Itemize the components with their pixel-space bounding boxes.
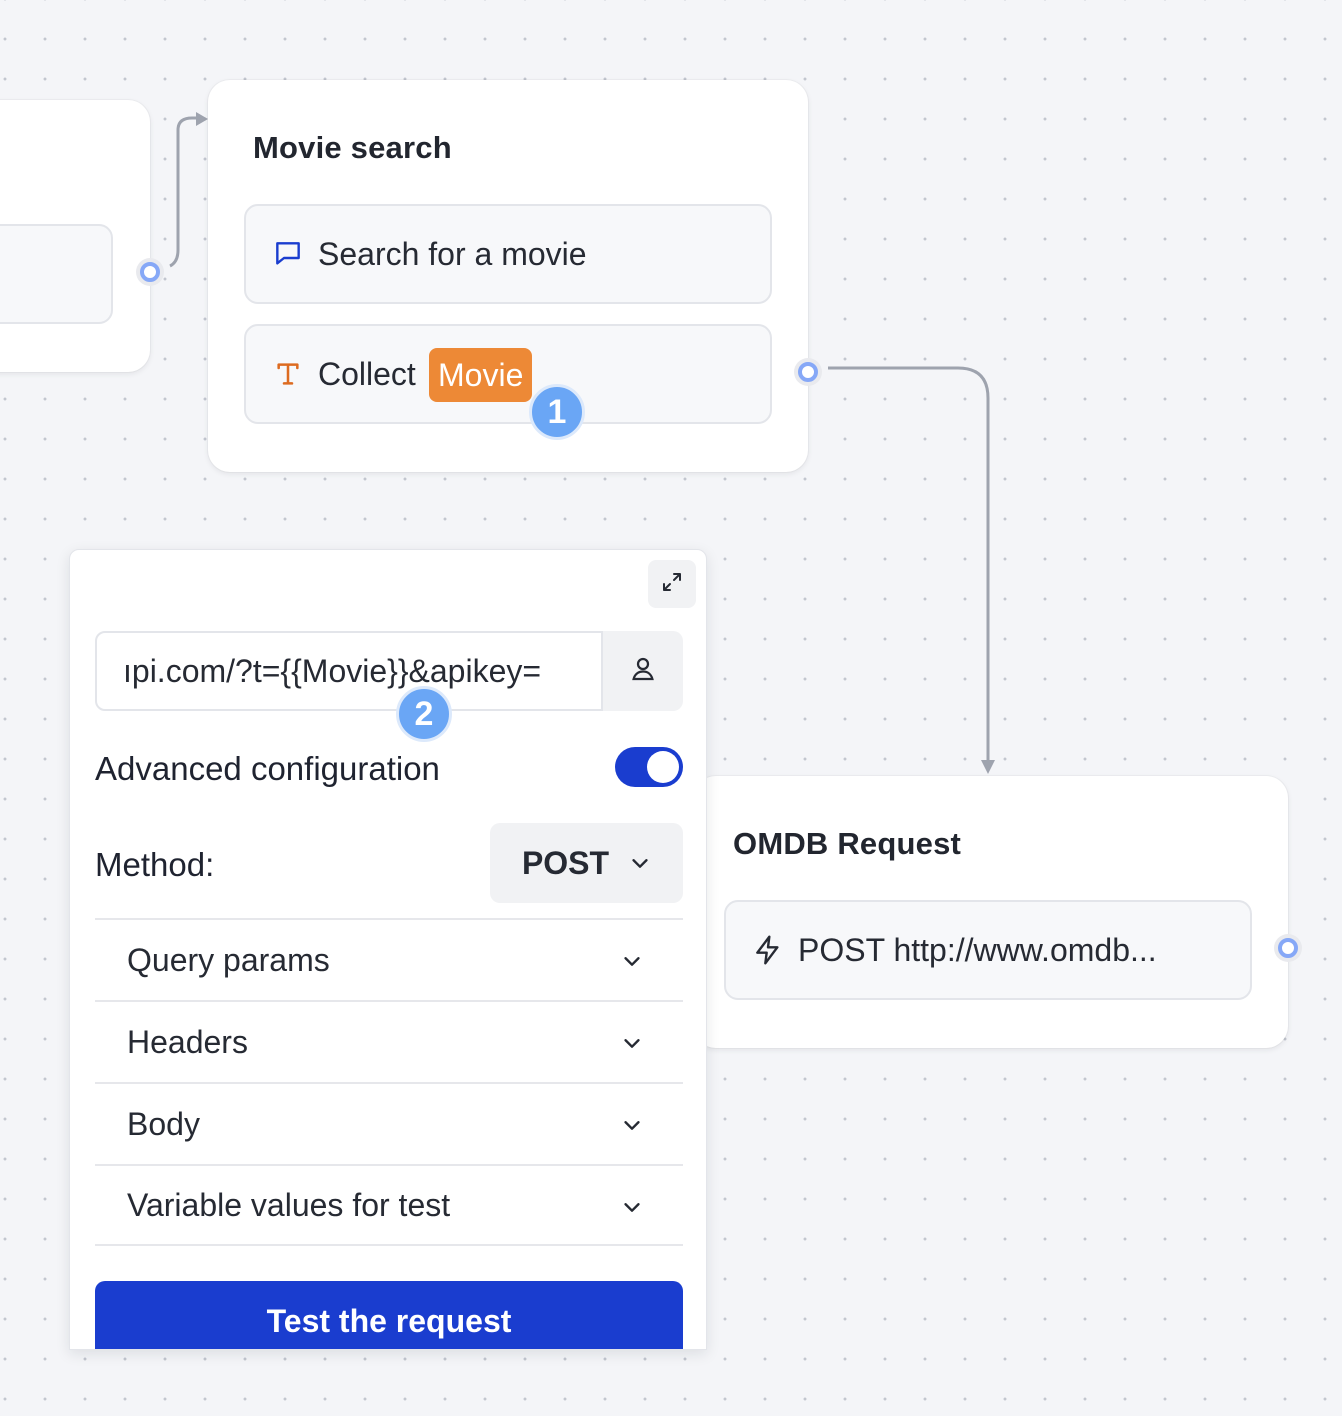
user-icon [628,654,658,689]
chevron-down-icon [621,1032,643,1054]
omdb-request-output-handle[interactable] [1274,934,1302,962]
advanced-configuration-toggle[interactable] [615,747,683,787]
text-bubble-label: Search for a movie [318,236,587,272]
method-value: POST [521,844,610,881]
chevron-down-icon [629,845,651,882]
previous-group-node[interactable] [0,100,150,372]
expand-button[interactable] [648,560,696,608]
collect-input-block[interactable]: Collect Movie [244,324,772,424]
movie-search-title: Movie search [253,130,452,165]
step-badge-2: 2 [396,686,452,742]
webhook-settings-panel: ıpi.com/?t={{Movie}}&apikey= Advanced co… [69,549,707,1350]
chevron-down-icon [621,950,643,972]
accordion-label: Headers [127,1023,248,1060]
chat-bubble-icon [272,238,304,270]
chevron-down-icon [621,1196,643,1218]
step-badge-1: 1 [529,384,585,440]
accordion-label: Variable values for test [127,1186,451,1223]
advanced-configuration-label: Advanced configuration [95,750,440,787]
lightning-icon [752,934,784,966]
method-label: Method: [95,846,215,883]
previous-node-output-handle[interactable] [136,258,164,286]
test-request-button[interactable]: Test the request [95,1281,683,1349]
accordion-headers[interactable]: Headers [95,1000,683,1082]
variable-picker-button[interactable] [603,631,683,711]
toggle-knob [647,751,679,783]
movie-search-output-handle[interactable] [794,358,822,386]
webhook-label: POST http://www.omdb... [798,932,1157,968]
text-bubble-block[interactable]: Search for a movie [244,204,772,304]
edge-arrow-movie [196,112,208,126]
accordion-label: Query params [127,941,330,978]
accordion-query-params[interactable]: Query params [95,918,683,1000]
accordion-body[interactable]: Body [95,1082,683,1164]
collect-label: Collect [318,356,416,392]
settings-accordion: Query params Headers Body Variable value… [95,918,683,1246]
webhook-block[interactable]: POST http://www.omdb... [724,900,1252,1000]
chevron-down-icon [621,1114,643,1136]
text-input-icon [272,358,304,390]
accordion-variable-values[interactable]: Variable values for test [95,1164,683,1246]
url-input[interactable]: ıpi.com/?t={{Movie}}&apikey= [95,631,603,711]
method-dropdown[interactable]: POST [490,823,683,903]
previous-block[interactable] [0,224,113,324]
accordion-label: Body [127,1105,200,1142]
edge-movie-to-omdb [828,366,990,762]
edge-left-to-movie [169,116,200,268]
variable-tag-movie: Movie [429,348,533,402]
omdb-request-title: OMDB Request [733,826,962,861]
omdb-request-node[interactable]: OMDB Request POST http://www.omdb... [694,776,1288,1048]
edge-arrow-omdb [981,760,995,774]
expand-icon [660,570,684,599]
movie-search-node[interactable]: Movie search Search for a movie Collect … [208,80,808,472]
url-value: ıpi.com/?t={{Movie}}&apikey= [123,652,542,689]
